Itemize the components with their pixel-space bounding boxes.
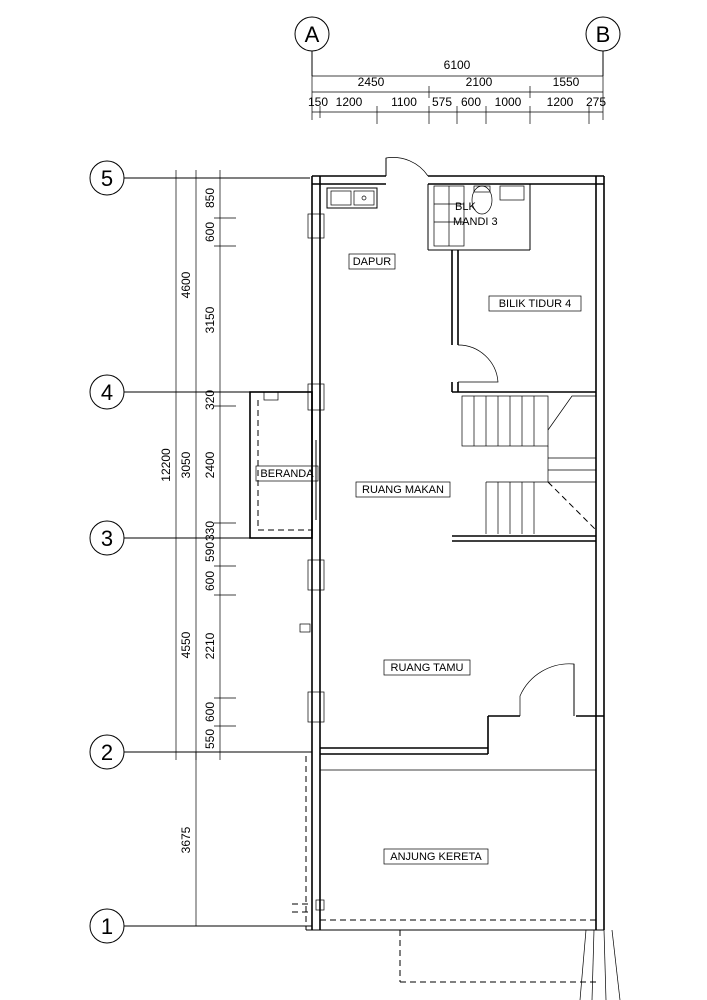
grid-row-1: 1 [89, 908, 312, 944]
left-dimensions: 12200 4600 3050 4550 3675 850 600 3150 3… [159, 170, 236, 926]
room-anjung-kereta: ANJUNG KERETA [383, 848, 489, 865]
dim-top-detail-3: 1100 [391, 95, 417, 109]
dim-top-total: 6100 [444, 58, 471, 72]
room-ruang-makan: RUANG MAKAN [355, 481, 451, 498]
interior-walls [427, 184, 596, 542]
room-bilik-mandi: BLK MANDI 3 [453, 201, 498, 228]
dim-left-mid-1: 4600 [179, 271, 193, 298]
grid-column-b: B [585, 16, 621, 76]
doors [315, 157, 575, 716]
grid-label-5: 5 [101, 166, 113, 191]
bathroom-fixtures [433, 185, 525, 247]
dim-top-detail-2: 1200 [336, 95, 363, 109]
dim-left-detail-8: 600 [203, 571, 217, 591]
dim-top-mid-3: 1550 [553, 75, 580, 89]
dim-left-detail-4: 320 [203, 390, 217, 410]
exterior-walls [311, 175, 605, 930]
kitchen-sink [326, 187, 378, 209]
grid-label-1: 1 [101, 914, 113, 939]
dim-left-mid-4: 3675 [179, 826, 193, 853]
dim-left-total: 12200 [159, 448, 173, 482]
windows-left [299, 213, 325, 723]
grid-label-4: 4 [101, 380, 113, 405]
dim-left-detail-5: 2400 [203, 451, 217, 478]
dim-top-detail-5: 600 [461, 95, 481, 109]
dim-top-detail-8: 275 [586, 95, 606, 109]
room-label-bilik-tidur: BILIK TIDUR 4 [499, 298, 572, 310]
grid-label-a: A [305, 22, 320, 47]
grid-column-a: A [294, 16, 330, 76]
room-dapur: DAPUR [348, 253, 396, 270]
room-label-bilik-mandi-1: BLK [455, 201, 476, 213]
dim-top-detail-4: 575 [432, 95, 452, 109]
dim-left-detail-1: 850 [203, 188, 217, 208]
dim-left-mid-3: 4550 [179, 631, 193, 658]
room-label-beranda: BERANDA [260, 468, 314, 480]
dim-left-detail-3: 3150 [203, 306, 217, 333]
dim-top-detail-1: 150 [308, 95, 328, 109]
dim-top-detail-6: 1000 [495, 95, 522, 109]
room-labels: DAPUR BLK MANDI 3 BILIK TIDUR 4 BERANDA … [255, 201, 582, 865]
dim-left-detail-9: 2210 [203, 632, 217, 659]
beranda-area [249, 391, 313, 539]
dim-top-mid-2: 2100 [466, 75, 493, 89]
grid-label-2: 2 [101, 740, 113, 765]
staircase [461, 395, 597, 534]
room-label-ruang-tamu: RUANG TAMU [391, 662, 464, 674]
room-label-ruang-makan: RUANG MAKAN [362, 484, 444, 496]
dim-left-detail-10: 600 [203, 702, 217, 722]
room-ruang-tamu: RUANG TAMU [383, 659, 471, 676]
dim-left-detail-7: 590 [203, 542, 217, 562]
dim-left-mid-2: 3050 [179, 451, 193, 478]
room-beranda: BERANDA [255, 465, 319, 482]
room-label-dapur: DAPUR [353, 256, 392, 268]
dim-left-detail-2: 600 [203, 222, 217, 242]
grid-label-3: 3 [101, 526, 113, 551]
room-label-bilik-mandi-2: MANDI 3 [453, 216, 498, 228]
top-dimensions: 6100 2450 2100 1550 150 1200 1100 575 60… [308, 58, 606, 124]
dim-left-detail-11: 550 [203, 729, 217, 749]
carport-area [292, 756, 621, 1000]
room-bilik-tidur: BILIK TIDUR 4 [488, 295, 582, 312]
dim-left-detail-6: 330 [203, 521, 217, 541]
dim-top-mid-1: 2450 [358, 75, 385, 89]
grid-label-b: B [596, 22, 611, 47]
room-label-anjung-kereta: ANJUNG KERETA [390, 851, 482, 863]
dim-top-detail-7: 1200 [547, 95, 574, 109]
